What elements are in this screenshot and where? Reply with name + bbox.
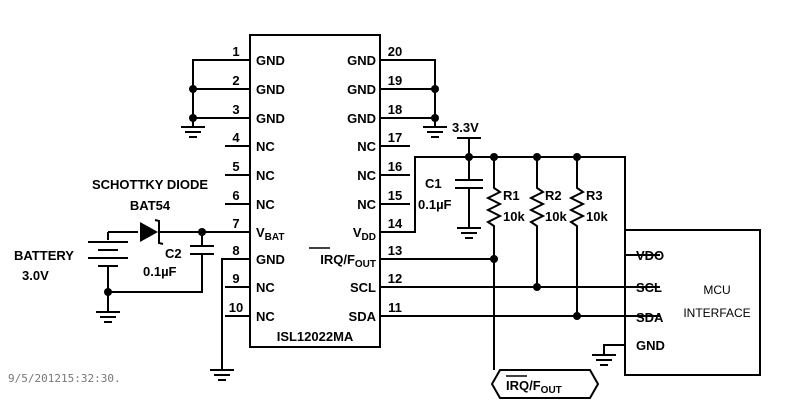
pin-number: 4 [232, 130, 240, 145]
mcu-pin-vdo: VDO [636, 248, 664, 263]
pin-name: SDA [349, 309, 377, 324]
isl12022ma-chip: ISL12022MA 1 2 [225, 34, 410, 348]
vbat-net [107, 231, 225, 240]
junction-dot [431, 114, 439, 122]
right-pin-leads [380, 59, 410, 317]
pin-number: 20 [388, 44, 402, 59]
pin-name: GND [256, 82, 285, 97]
ground-symbol-left-top [181, 126, 205, 138]
pin-name: NC [256, 197, 275, 212]
r3-value: 10k [586, 209, 608, 224]
pin-name-irq: IRQ/FOUT [320, 252, 376, 270]
pin-number: 1 [232, 44, 239, 59]
pin-number: 10 [229, 300, 243, 315]
pin-number: 16 [388, 159, 402, 174]
mcu-pin-sda: SDA [636, 310, 664, 325]
pin-name: SCL [350, 280, 376, 295]
pin-number: 6 [232, 188, 239, 203]
irq-tag-label: IRQ/FOUT [506, 378, 562, 396]
r2-value: 10k [545, 209, 567, 224]
pin-number: 3 [232, 102, 239, 117]
pin-number: 11 [388, 300, 402, 315]
mcu-interface-block: MCU INTERFACE VDO SCL SDA GND [624, 229, 761, 376]
diode-label: SCHOTTKY DIODE [92, 177, 208, 192]
pin-number: 14 [388, 216, 403, 231]
pin-number: 5 [232, 159, 239, 174]
mcu-pin-gnd: GND [636, 338, 665, 353]
r2-label: R2 [545, 188, 562, 203]
junction-dot [573, 312, 581, 320]
c2-value: 0.1µF [143, 264, 177, 279]
left-ground-tie [192, 59, 225, 127]
pin-name: GND [347, 111, 376, 126]
resistor-r2-icon [528, 157, 546, 287]
pin-number: 12 [388, 271, 402, 286]
ground-symbol-right-top [423, 126, 447, 138]
mcu-pin-scl: SCL [636, 280, 662, 295]
left-pin-leads [225, 59, 250, 317]
pin-number: 2 [232, 73, 239, 88]
pin8-ground [210, 258, 234, 381]
c2-label: C2 [165, 246, 182, 261]
c1-label: C1 [425, 176, 442, 191]
resistor-r3-icon [568, 157, 586, 316]
pin-name: NC [357, 197, 376, 212]
pin-number: 18 [388, 102, 402, 117]
battery-voltage: 3.0V [22, 268, 49, 283]
pin-name: NC [357, 168, 376, 183]
chip-name: ISL12022MA [277, 329, 354, 344]
junction-dot [490, 255, 498, 263]
right-ground-tie [410, 59, 436, 127]
pin-name: NC [357, 139, 376, 154]
pin-number: 19 [388, 73, 402, 88]
pin-name-vdd: VDD [353, 225, 376, 243]
signal-lines [410, 258, 660, 370]
pin-name: GND [347, 82, 376, 97]
pin-number: 8 [232, 243, 239, 258]
pin-number: 9 [232, 271, 239, 286]
r3-label: R3 [586, 188, 603, 203]
c1-value: 0.1µF [418, 197, 452, 212]
junction-dot [533, 283, 541, 291]
pin-name: GND [347, 53, 376, 68]
pin-name: NC [256, 168, 275, 183]
pin-name: GND [256, 53, 285, 68]
irq-output-tag: IRQ/FOUT [490, 369, 600, 399]
battery-icon [88, 241, 128, 323]
battery-label: BATTERY [14, 248, 74, 263]
pin-name: GND [256, 252, 285, 267]
pin-name: GND [256, 111, 285, 126]
pin-name: NC [256, 139, 275, 154]
mcu-subtitle: INTERFACE [683, 306, 750, 320]
timestamp: 9/5/201215:32:30. [8, 372, 121, 385]
supply-label: 3.3V [452, 120, 479, 135]
diode-part-label: BAT54 [130, 198, 171, 213]
junction-dot [431, 85, 439, 93]
pin-name: NC [256, 309, 275, 324]
pin-number: 15 [388, 188, 402, 203]
pin-number: 13 [388, 243, 402, 258]
pin-name-vbat: VBAT [256, 225, 284, 243]
pin-number: 7 [232, 216, 239, 231]
r1-label: R1 [503, 188, 520, 203]
junction-dot [189, 114, 197, 122]
capacitor-c1-icon [455, 157, 483, 239]
junction-dot [189, 85, 197, 93]
r1-value: 10k [503, 209, 525, 224]
capacitor-c2-icon [108, 232, 214, 293]
schottky-diode-icon [140, 219, 164, 245]
junction-dot [104, 288, 112, 296]
pin-number: 17 [388, 130, 402, 145]
mcu-title: MCU [703, 283, 730, 297]
resistor-r1-icon [485, 157, 503, 259]
mcu-ground [592, 344, 625, 366]
pin-name: NC [256, 280, 275, 295]
